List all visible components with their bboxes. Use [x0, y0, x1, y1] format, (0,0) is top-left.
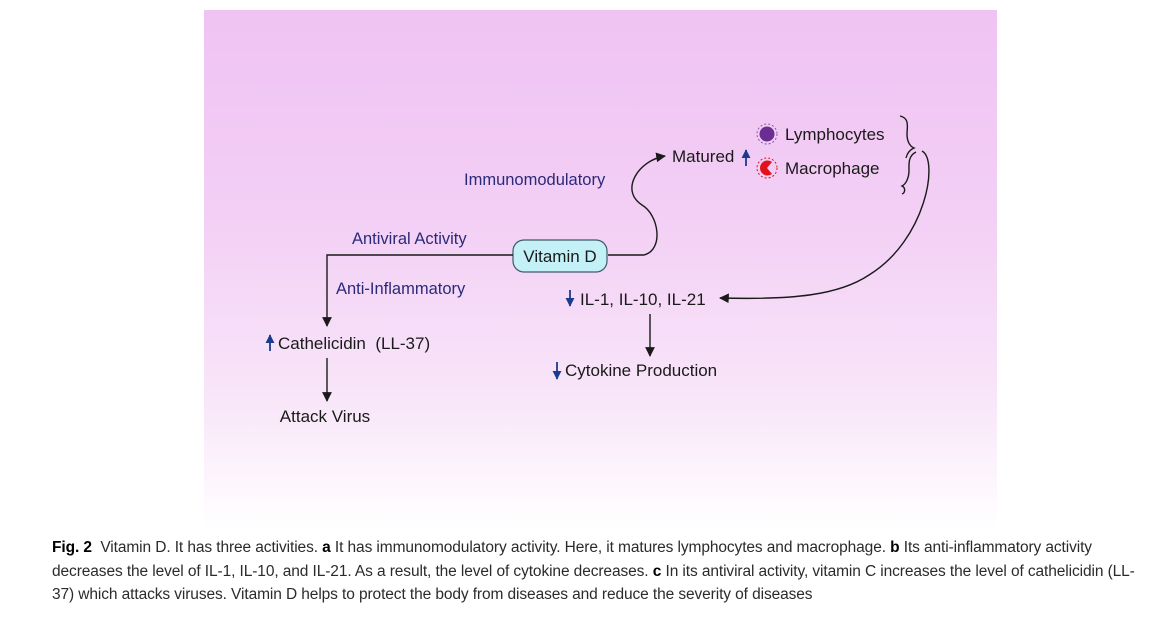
vitamin-d-label: Vitamin D: [523, 247, 596, 266]
caption-part-c-text: In its antiviral activity, vitamin C inc…: [52, 562, 1135, 604]
cytokine-label: Cytokine Production: [565, 361, 717, 380]
caption-fig-label: Fig. 2: [52, 539, 92, 556]
macrophage-label: Macrophage: [785, 159, 880, 178]
antiviral-connector: [322, 254, 513, 327]
lymphocytes-label: Lymphocytes: [785, 125, 885, 144]
antiviral-label: Antiviral Activity: [352, 230, 467, 248]
vitamin-d-node: [512, 239, 608, 273]
feedback-connector: [719, 150, 930, 304]
diagram-svg: Vitamin D Antiviral Activity Anti-Inflam…: [265, 115, 930, 426]
diagram-panel: Vitamin D Antiviral Activity Anti-Inflam…: [204, 10, 997, 530]
caption-part-b-text: Its anti-inflammatory activity decreases…: [52, 539, 1092, 580]
lymphocyte-icon: [756, 123, 778, 145]
attack-virus-label: Attack Virus: [280, 407, 370, 426]
caption-part-a-label: a: [322, 539, 331, 556]
caption-intro: Vitamin D. It has three activities.: [100, 539, 318, 556]
macrophage-brace: [900, 151, 917, 195]
anti-inflammatory-label: Anti-Inflammatory: [336, 280, 466, 298]
immunomodulatory-label: Immunomodulatory: [464, 171, 606, 189]
lymphocytes-brace: [899, 115, 916, 159]
caption-part-c-label: c: [652, 562, 662, 580]
caption-part-a-text: It has immunomodulatory activity. Here, …: [334, 539, 886, 556]
macrophage-icon: [756, 157, 778, 179]
interleukins-label: IL-1, IL-10, IL-21: [580, 290, 706, 309]
matured-label: Matured: [672, 147, 734, 166]
cathelicidin-label: Cathelicidin (LL-37): [278, 334, 430, 353]
immunomodulatory-connector: [608, 152, 666, 256]
caption-part-b-label: b: [890, 539, 900, 556]
figure-caption: Fig. 2 Vitamin D. It has three activitie…: [52, 536, 1148, 607]
